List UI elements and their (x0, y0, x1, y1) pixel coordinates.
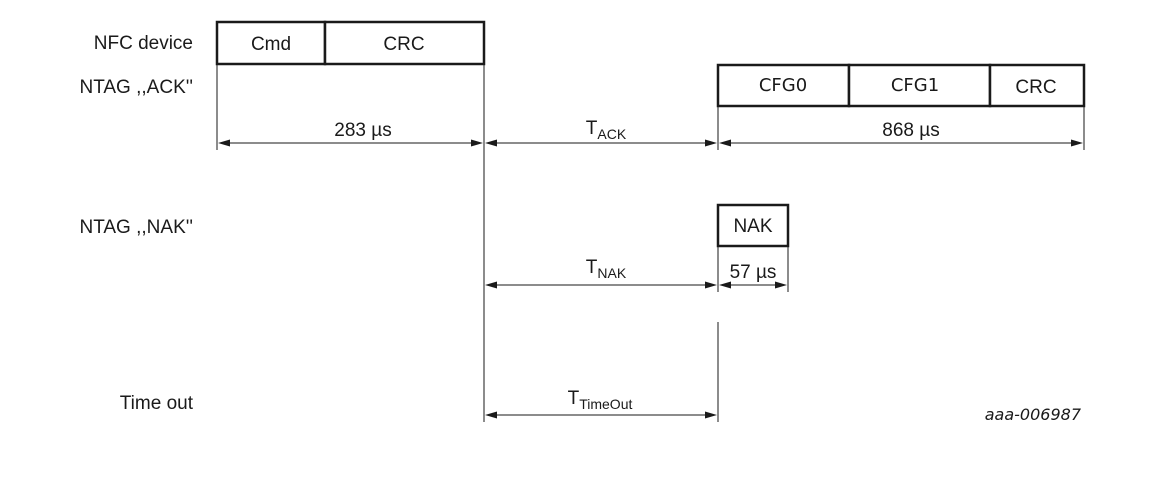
t-nak-main: T (586, 257, 598, 278)
ack-duration-label: 868 µs (882, 120, 939, 141)
ack-duration-arrow (719, 139, 1083, 147)
t-ack-arrow (485, 139, 717, 147)
cfg0-label: CFG0 (759, 75, 807, 96)
cfg0-box (716, 63, 851, 108)
ack-crc-label: CRC (1015, 77, 1056, 98)
nak-box (716, 203, 790, 248)
cmd-duration-label: 283 µs (334, 120, 391, 141)
row-label-ntag-nak: NTAG ,,NAK'' (79, 217, 193, 238)
nak-label: NAK (733, 216, 772, 237)
t-ack-main: T (586, 118, 598, 139)
t-ack-subscript: ACK (597, 126, 626, 142)
t-ack-label: TACK (586, 118, 627, 142)
nak-duration-label: 57 µs (730, 262, 777, 283)
row-label-ntag-ack: NTAG ,,ACK'' (79, 77, 193, 98)
cmd-duration-arrow (218, 139, 483, 147)
cmd-crc-label: CRC (383, 34, 424, 55)
figure-id: aaa-006987 (985, 405, 1082, 424)
cfg1-label: CFG1 (891, 75, 939, 96)
row-label-nfc-device: NFC device (94, 33, 193, 54)
t-timeout-arrow (485, 411, 717, 419)
t-timeout-label: TTimeOut (568, 388, 633, 412)
t-nak-arrow (485, 281, 717, 289)
ack-crc-box (988, 63, 1086, 108)
nak-duration-arrow (719, 281, 787, 289)
cmd-box (215, 20, 327, 66)
t-timeout-subscript: TimeOut (579, 396, 632, 412)
row-label-time-out: Time out (120, 393, 194, 414)
cmd-crc-box (323, 20, 486, 66)
t-nak-label: TNAK (586, 257, 627, 281)
cmd-label: Cmd (251, 34, 291, 55)
t-nak-subscript: NAK (597, 265, 626, 281)
t-timeout-main: T (568, 388, 580, 409)
